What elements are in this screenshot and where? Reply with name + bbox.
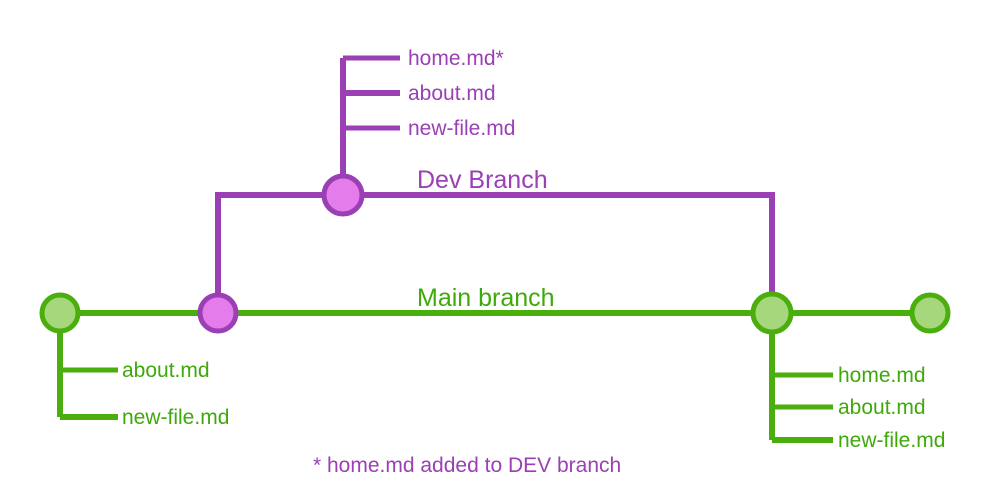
dev-branch-group xyxy=(215,55,775,313)
dev-file-label-new-file: new-file.md xyxy=(408,117,516,140)
dev-commit-node[interactable] xyxy=(321,173,365,217)
merge-commit-node[interactable] xyxy=(750,291,794,335)
dev-branch-line xyxy=(215,192,775,313)
dev-file-label-home: home.md* xyxy=(408,47,504,70)
main-merged-file-label-about: about.md xyxy=(838,396,926,419)
branch-point-node[interactable] xyxy=(197,292,239,334)
main-branch-label: Main branch xyxy=(417,284,555,312)
dev-file-label-about: about.md xyxy=(408,82,496,105)
main-merged-file-label-home: home.md xyxy=(838,364,926,387)
main-merged-file-label-new-file: new-file.md xyxy=(838,429,946,452)
dev-branch-label: Dev Branch xyxy=(417,166,548,194)
main-initial-file-label-about: about.md xyxy=(122,359,210,382)
main-initial-commit-node[interactable] xyxy=(39,292,81,334)
footnote-text: * home.md added to DEV branch xyxy=(313,454,622,477)
main-head-node[interactable] xyxy=(909,292,951,334)
main-initial-file-label-new-file: new-file.md xyxy=(122,406,230,429)
